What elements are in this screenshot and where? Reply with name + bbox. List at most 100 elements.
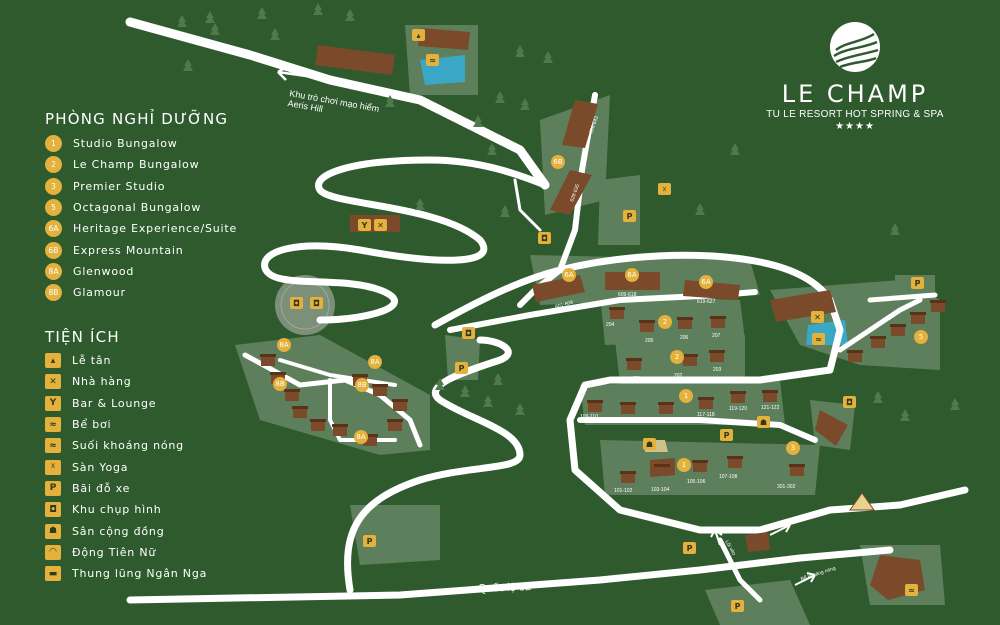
parking-icon[interactable]: P (363, 535, 376, 547)
legend-amenities-heading: TIỆN ÍCH (45, 328, 120, 346)
room-marker[interactable]: 8A (354, 430, 368, 444)
room-marker[interactable]: 8A (277, 338, 291, 352)
legend-room-item: 6B Express Mountain (45, 239, 237, 260)
room-marker[interactable]: 2 (658, 315, 672, 329)
highway-label: Quốc lộ 32 (477, 581, 532, 595)
room-number: 105-106 (687, 479, 706, 485)
brand-name: LE CHAMP (781, 80, 929, 108)
reception-icon[interactable]: ▴ (412, 29, 425, 41)
room-badge: 8B (45, 284, 62, 302)
brand-block: LE CHAMP TU LE RESORT HOT SPRING & SPA ★… (755, 20, 955, 133)
legend-amenity-label: Bể bơi (72, 418, 112, 432)
room-marker[interactable]: 6A (625, 268, 639, 282)
legend-amenity-item: ≈Bể bơi (45, 414, 207, 435)
room-marker[interactable]: 6A (699, 275, 713, 289)
hot-spring-icon[interactable]: ≈ (812, 333, 825, 345)
community-icon[interactable]: ☗ (757, 416, 770, 428)
legend-amenity-item: ☗Sân cộng đồng (45, 520, 207, 541)
legend-amenity-item: ≈Suối khoáng nóng (45, 435, 207, 456)
parking-icon[interactable]: P (731, 600, 744, 612)
community-icon: ☗ (45, 523, 61, 539)
spring-arrow (794, 572, 816, 586)
room-badge: 6B (45, 241, 62, 259)
photo-icon[interactable]: ◘ (462, 327, 475, 339)
room-number: 109-110 (580, 414, 598, 420)
yoga-icon[interactable]: ☓ (658, 183, 671, 195)
room-marker[interactable]: 8B (355, 378, 369, 392)
parking-icon[interactable]: P (455, 362, 468, 374)
room-marker[interactable]: 1 (679, 389, 693, 403)
room-badge: 1 (45, 135, 62, 153)
restaurant-icon[interactable]: ✕ (811, 311, 824, 323)
room-number: 205 (645, 338, 654, 344)
room-marker[interactable]: 8A (368, 355, 382, 369)
legend-amenity-label: Thung lũng Ngân Nga (72, 567, 208, 581)
room-number: 609-618 (618, 292, 637, 298)
room-marker[interactable]: 3 (786, 441, 800, 455)
room-number: 115-116 (655, 418, 673, 424)
legend-amenity-label: Nhà hàng (72, 375, 132, 389)
room-number: 204 (606, 322, 615, 328)
room-marker[interactable]: 6A (562, 268, 576, 282)
legend-room-item: 2 Le Champ Bungalow (45, 154, 237, 175)
room-number: 107-108 (719, 474, 738, 480)
room-marker[interactable]: 5 (914, 330, 928, 344)
room-number: 301-302 (777, 484, 796, 490)
entrance-arrow (710, 529, 723, 546)
legend-rooms-heading: PHÒNG NGHỈ DƯỠNG (45, 110, 229, 128)
room-number: 119-120 (729, 406, 747, 412)
legend-amenity-label: Bãi đỗ xe (72, 481, 131, 495)
photo-icon[interactable]: ◘ (843, 396, 856, 408)
parking-icon[interactable]: P (683, 542, 696, 554)
legend-amenity-label: Lễ tân (72, 354, 112, 368)
cave-icon (849, 492, 875, 511)
legend-room-label: Le Champ Bungalow (73, 158, 200, 172)
parking-icon[interactable]: P (911, 277, 924, 289)
pool-icon[interactable]: ≈ (905, 584, 918, 596)
parking-icon[interactable]: P (623, 210, 636, 222)
legend-amenity-item: ▴ Lễ tân (45, 350, 207, 371)
photo-icon[interactable]: ◘ (290, 297, 303, 309)
room-marker[interactable]: 1 (677, 458, 691, 472)
legend-amenity-label: Suối khoáng nóng (72, 439, 184, 453)
parking-icon[interactable]: P (720, 429, 733, 441)
room-number: 201 (633, 376, 642, 382)
adventure-arrow (277, 64, 321, 81)
room-number: 121-122 (761, 405, 780, 411)
pool-icon[interactable]: ≈ (426, 54, 439, 66)
room-number: 103-104 (651, 487, 670, 493)
room-badge: 2 (45, 156, 62, 174)
cave-arrow (769, 522, 791, 536)
photo-icon[interactable]: ◘ (538, 232, 551, 244)
reception-icon: ▴ (45, 353, 61, 369)
bar-icon[interactable]: Y (358, 219, 371, 231)
room-badge: 3 (45, 177, 62, 195)
photo-icon: ◘ (45, 502, 61, 518)
photo-icon[interactable]: ◘ (310, 297, 323, 309)
legend-amenity-item: ✕Nhà hàng (45, 371, 207, 392)
room-marker[interactable]: 2 (670, 350, 684, 364)
room-number: 619-627 (697, 299, 716, 305)
legend-amenity-label: Động Tiên Nữ (72, 545, 157, 559)
room-number: 207 (712, 333, 721, 339)
restaurant-icon[interactable]: ✕ (374, 219, 387, 231)
room-marker[interactable]: 6B (551, 155, 565, 169)
legend-amenity-label: Sàn Yoga (72, 460, 129, 474)
room-badge: 8A (45, 262, 62, 280)
legend-amenity-item: ◠Động Tiên Nữ (45, 542, 207, 563)
community-icon[interactable]: ☗ (643, 438, 656, 450)
legend-amenity-label: Khu chụp hình (72, 503, 162, 517)
legend-room-label: Express Mountain (73, 243, 184, 257)
legend-room-label: Octagonal Bungalow (73, 201, 202, 215)
room-marker[interactable]: 8B (273, 377, 287, 391)
room-number: 111-112 (616, 418, 634, 424)
